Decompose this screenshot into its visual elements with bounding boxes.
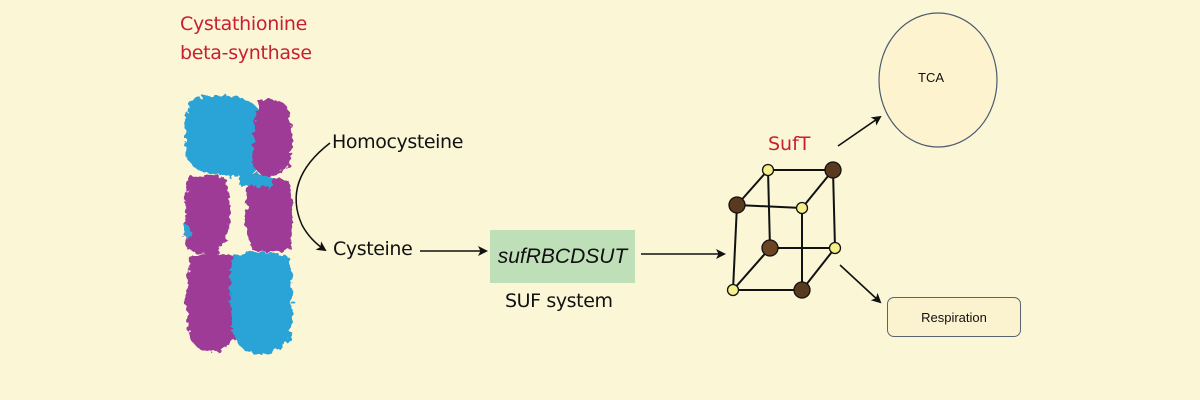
arrow-cluster-to-tca — [837, 115, 882, 147]
tca-label: TCA — [918, 70, 944, 85]
cysteine-label: Cysteine — [333, 238, 413, 260]
cluster-nodes — [726, 161, 842, 299]
protein-lobe-blue-bottom — [230, 252, 293, 355]
homocysteine-label: Homocysteine — [332, 131, 463, 153]
tca-ellipse — [878, 12, 998, 148]
iron-atom — [824, 161, 842, 179]
protein-structure — [184, 95, 293, 355]
protein-lobe-magenta-bottom — [186, 253, 239, 352]
protein-lobe-magenta-mid-right — [245, 178, 292, 253]
sulfur-atom — [726, 283, 740, 297]
suf-gene-cluster-label: sufRBCDSUT — [497, 244, 628, 268]
respiration-label: Respiration — [921, 309, 987, 325]
protein-lobe-magenta-top — [252, 99, 292, 176]
enzyme-title: Cystathionine beta-synthase — [180, 10, 312, 68]
enzyme-title-line1: Cystathionine — [180, 13, 308, 35]
sulfur-atom — [828, 241, 842, 255]
respiration-box: Respiration — [887, 297, 1021, 337]
iron-atom — [761, 239, 779, 257]
protein-accent-blue-left — [184, 225, 192, 240]
iron-atom — [793, 281, 811, 299]
suft-label: SufT — [768, 133, 811, 155]
suf-system-label: SUF system — [505, 290, 613, 312]
protein-lobe-magenta-mid-left — [184, 175, 231, 255]
enzyme-title-line2: beta-synthase — [180, 42, 312, 64]
sulfur-atom — [761, 163, 775, 177]
arrow-homocysteine-to-cysteine — [295, 142, 331, 252]
fe-s-cluster-cube — [732, 169, 836, 291]
suf-gene-cluster-box: sufRBCDSUT — [490, 230, 635, 283]
protein-lobe-blue-top — [185, 95, 262, 177]
protein-accent-blue-mid — [240, 172, 275, 188]
arrow-cluster-to-respiration — [839, 264, 882, 304]
sulfur-atom — [795, 201, 809, 215]
iron-atom — [728, 196, 746, 214]
